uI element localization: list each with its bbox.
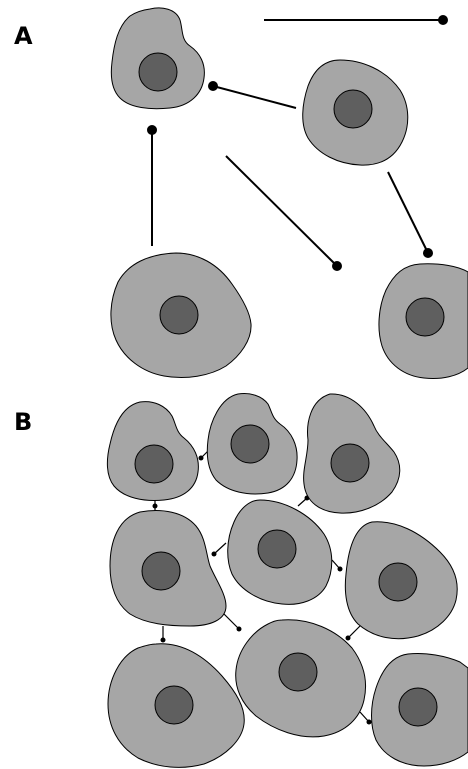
connector-dot (208, 81, 218, 91)
cell (344, 521, 458, 640)
connector-line (213, 542, 227, 555)
nucleus (333, 89, 373, 129)
connector-dot (345, 635, 351, 641)
connector-dot (337, 566, 343, 572)
connector-dot (147, 125, 157, 135)
connector-dot (438, 15, 448, 25)
cell (235, 619, 366, 738)
cell (110, 252, 252, 379)
nucleus (154, 685, 194, 725)
cell (107, 643, 245, 768)
connector-line (212, 85, 297, 109)
connector-dot (152, 503, 158, 509)
cell (227, 499, 333, 605)
cell (109, 510, 227, 627)
connector-dot (423, 248, 433, 258)
cell (371, 653, 468, 767)
panel-b-label: B (14, 408, 33, 436)
connector-dot (211, 551, 217, 557)
cell (302, 59, 409, 166)
connector-dot (236, 626, 242, 632)
nucleus (134, 444, 174, 484)
nucleus (141, 551, 181, 591)
connector-dot (332, 261, 342, 271)
panel-a-connectors (147, 15, 448, 271)
connector-line (225, 155, 338, 267)
nucleus (278, 652, 318, 692)
nucleus (159, 295, 199, 335)
nucleus (138, 52, 178, 92)
panel-a (110, 7, 468, 379)
nucleus (405, 297, 445, 337)
connector-line (387, 171, 429, 254)
cell (106, 401, 199, 501)
connector-dot (160, 637, 166, 643)
cell (110, 7, 205, 110)
panel-b-connectors (152, 450, 372, 725)
nucleus (230, 424, 270, 464)
cell (378, 263, 468, 379)
nucleus (378, 562, 418, 602)
nucleus (330, 443, 370, 483)
panel-a-label: A (14, 22, 33, 50)
cell (303, 393, 401, 514)
connector-dot (198, 455, 204, 461)
connector-dot (366, 719, 372, 725)
nucleus (257, 529, 297, 569)
cell (206, 393, 298, 495)
nucleus (398, 687, 438, 727)
panel-b (106, 393, 468, 768)
connector-line (347, 625, 361, 639)
